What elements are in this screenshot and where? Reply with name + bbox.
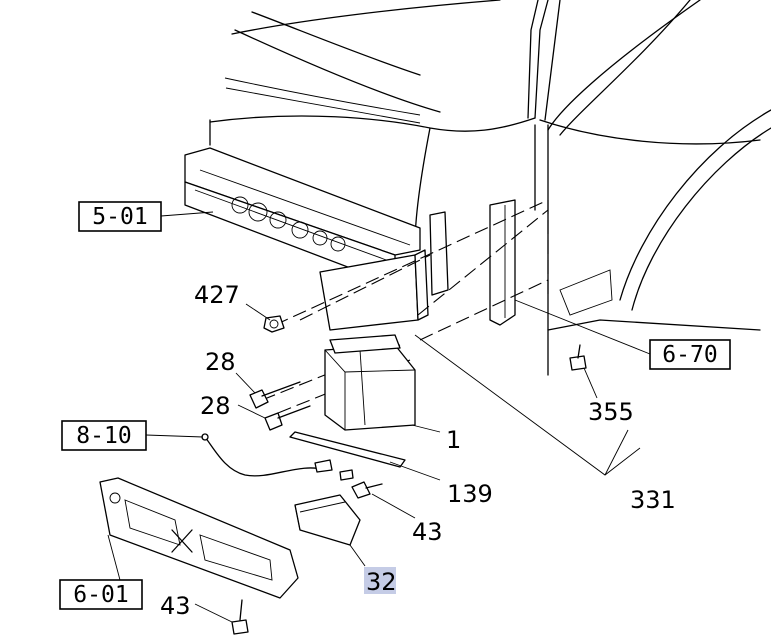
front-grille [99,477,299,599]
ref-box-6-01: 6-01 [59,579,143,610]
ref-5-01-label: 5-01 [92,204,147,230]
front-panel [184,147,421,286]
label-331: 331 [630,486,676,514]
label-139: 139 [447,480,493,508]
bracket-strip [289,431,406,468]
ref-6-70-label: 6-70 [662,342,717,368]
bolt-43-upper [351,481,383,499]
wire-harness [201,433,354,481]
bolt-43-lower [231,599,249,635]
label-43-lower: 43 [160,592,191,620]
bolt-427 [263,315,285,333]
leader-lines [107,211,651,623]
screw-355 [569,344,587,371]
bolt-28-lower [264,405,311,431]
label-355: 355 [588,398,634,426]
label-32-highlight [364,567,396,594]
ref-box-8-10: 8-10 [61,420,147,451]
label-32: 32 [366,568,397,596]
label-43-upper: 43 [412,518,443,546]
ref-6-01-label: 6-01 [73,582,128,608]
label-28-lower: 28 [200,392,231,420]
label-1: 1 [446,426,461,454]
ref-box-6-70: 6-70 [649,339,731,370]
label-28-upper: 28 [205,348,236,376]
bolt-28-upper [249,381,301,409]
lamp-32 [294,494,361,546]
label-427: 427 [194,281,240,309]
cab-body [209,0,771,376]
ref-8-10-label: 8-10 [76,423,131,449]
ref-box-5-01: 5-01 [78,201,162,232]
lamp-housing [324,334,416,431]
